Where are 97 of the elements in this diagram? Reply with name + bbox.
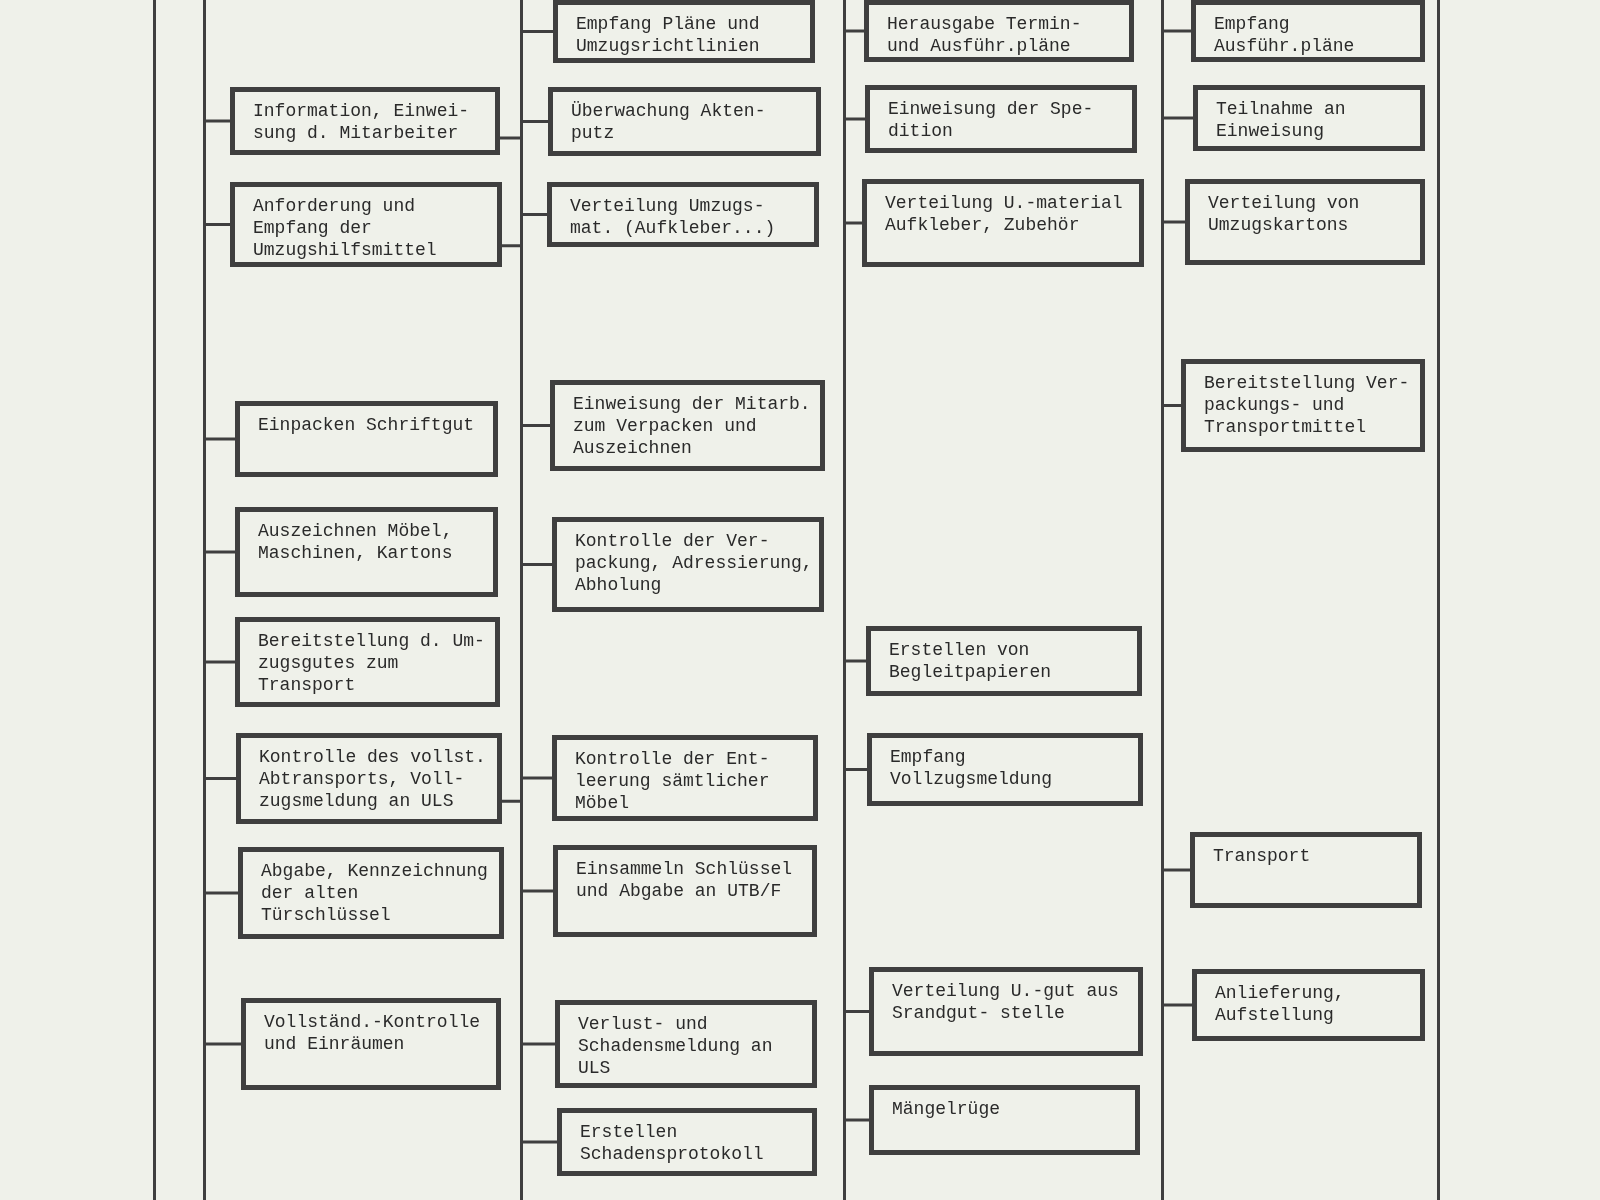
process-box xyxy=(1193,85,1425,151)
process-box xyxy=(1190,832,1422,908)
connector-line xyxy=(1164,116,1193,120)
step-label: Herausgabe Termin- und Ausführ.pläne xyxy=(887,13,1083,57)
step-label: Einweisung der Spe- dition xyxy=(888,98,1095,142)
step-label: Verteilung Umzugs- mat. (Aufkleber...) xyxy=(570,195,777,239)
process-box xyxy=(1181,359,1425,452)
connector-line xyxy=(523,213,547,216)
step-label: Verlust- und Schadensmeldung an ULS xyxy=(578,1013,774,1079)
process-box xyxy=(241,998,501,1090)
step-label: Kontrolle der Ent- leerung sämtlicher Möbel xyxy=(575,748,771,814)
connector-line xyxy=(846,29,864,33)
step-label: Einpacken Schriftgut xyxy=(258,414,476,436)
connector-line xyxy=(502,244,520,248)
step-label: Mängelrüge xyxy=(892,1098,1002,1120)
process-box xyxy=(552,735,818,821)
process-box xyxy=(238,847,504,939)
process-box xyxy=(235,401,498,477)
process-box xyxy=(550,380,825,471)
connector-line xyxy=(846,768,867,771)
step-label: Abgabe, Kennzeichnung der alten Türschlüssel xyxy=(261,860,489,926)
process-box xyxy=(865,85,1137,153)
process-box xyxy=(867,733,1143,806)
process-box xyxy=(866,626,1142,696)
process-box xyxy=(230,182,502,267)
step-label: Bereitstellung Ver- packungs- und Transportmittel xyxy=(1204,372,1411,438)
connector-line xyxy=(523,120,548,123)
connector-line xyxy=(206,1042,241,1046)
connector-line xyxy=(846,117,865,121)
connector-line xyxy=(1164,404,1181,407)
step-label: Vollständ.-Kontrolle und Einräumen xyxy=(264,1011,482,1055)
process-box xyxy=(553,845,817,937)
process-box xyxy=(230,87,500,155)
step-label: Verteilung U.-material Aufkleber, Zubehör xyxy=(885,192,1124,236)
process-box xyxy=(869,1085,1140,1155)
connector-line xyxy=(523,1140,557,1144)
process-box xyxy=(1191,0,1425,62)
connector-line xyxy=(206,437,235,441)
step-label: Information, Einwei- sung d. Mitarbeiter xyxy=(253,100,471,144)
step-label: Überwachung Akten- putz xyxy=(571,100,767,144)
process-box xyxy=(862,179,1144,267)
connector-line xyxy=(523,1042,555,1046)
step-label: Anforderung und Empfang der Umzugshilfsmittel xyxy=(253,195,438,261)
process-box xyxy=(547,182,819,247)
process-box xyxy=(869,967,1143,1056)
step-label: Empfang Ausführ.pläne xyxy=(1214,13,1356,57)
process-box xyxy=(864,0,1134,62)
step-label: Erstellen von Begleitpapieren xyxy=(889,639,1053,683)
connector-line xyxy=(846,1010,869,1013)
step-label: Empfang Vollzugsmeldung xyxy=(890,746,1054,790)
step-label: Einsammeln Schlüssel und Abgabe an UTB/F xyxy=(576,858,794,902)
step-label: Kontrolle der Ver- packung, Adressierung, Abholung xyxy=(575,530,813,596)
connector-line xyxy=(500,136,520,140)
process-box xyxy=(552,517,824,612)
connector-line xyxy=(846,221,862,225)
vertical-line xyxy=(520,0,523,1200)
connector-line xyxy=(523,889,553,893)
step-label: Kontrolle des vollst. Abtransports, Voll- zugsmeldung an ULS xyxy=(259,746,487,812)
connector-line xyxy=(523,424,550,427)
process-box xyxy=(235,617,500,707)
process-box xyxy=(557,1108,817,1176)
connector-line xyxy=(1164,1003,1192,1007)
process-box xyxy=(553,0,815,63)
step-label: Verteilung von Umzugskartons xyxy=(1208,192,1361,236)
step-label: Bereitstellung d. Um- zugsgutes zum Transport xyxy=(258,630,486,696)
connector-line xyxy=(846,1118,869,1122)
step-label: Erstellen Schadensprotokoll xyxy=(580,1121,765,1165)
step-label: Auszeichnen Möbel, Maschinen, Kartons xyxy=(258,520,454,564)
vertical-line xyxy=(1161,0,1164,1200)
vertical-line xyxy=(843,0,846,1200)
connector-line xyxy=(523,776,552,780)
connector-line xyxy=(502,799,520,803)
vertical-line xyxy=(203,0,206,1200)
connector-line xyxy=(1164,220,1185,224)
connector-line xyxy=(846,659,866,663)
step-label: Verteilung U.-gut aus Srandgut- stelle xyxy=(892,980,1120,1024)
process-box xyxy=(235,507,498,597)
connector-line xyxy=(206,223,230,226)
step-label: Empfang Pläne und Umzugsrichtlinien xyxy=(576,13,761,57)
step-label: Einweisung der Mitarb. zum Verpacken und Auszeichnen xyxy=(573,393,812,459)
process-box xyxy=(1185,179,1425,265)
connector-line xyxy=(1164,29,1191,33)
process-box xyxy=(236,733,502,824)
connector-line xyxy=(523,563,552,566)
connector-line xyxy=(206,660,235,664)
step-label: Transport xyxy=(1213,845,1312,867)
connector-line xyxy=(206,119,230,123)
step-label: Anlieferung, Aufstellung xyxy=(1215,982,1346,1026)
connector-line xyxy=(206,777,236,780)
connector-line xyxy=(523,30,553,33)
connector-line xyxy=(206,891,238,895)
connector-line xyxy=(206,550,235,554)
connector-line xyxy=(1164,868,1190,872)
step-label: Teilnahme an Einweisung xyxy=(1216,98,1347,142)
process-box xyxy=(548,87,821,156)
process-box xyxy=(555,1000,817,1088)
process-box xyxy=(1192,969,1425,1041)
